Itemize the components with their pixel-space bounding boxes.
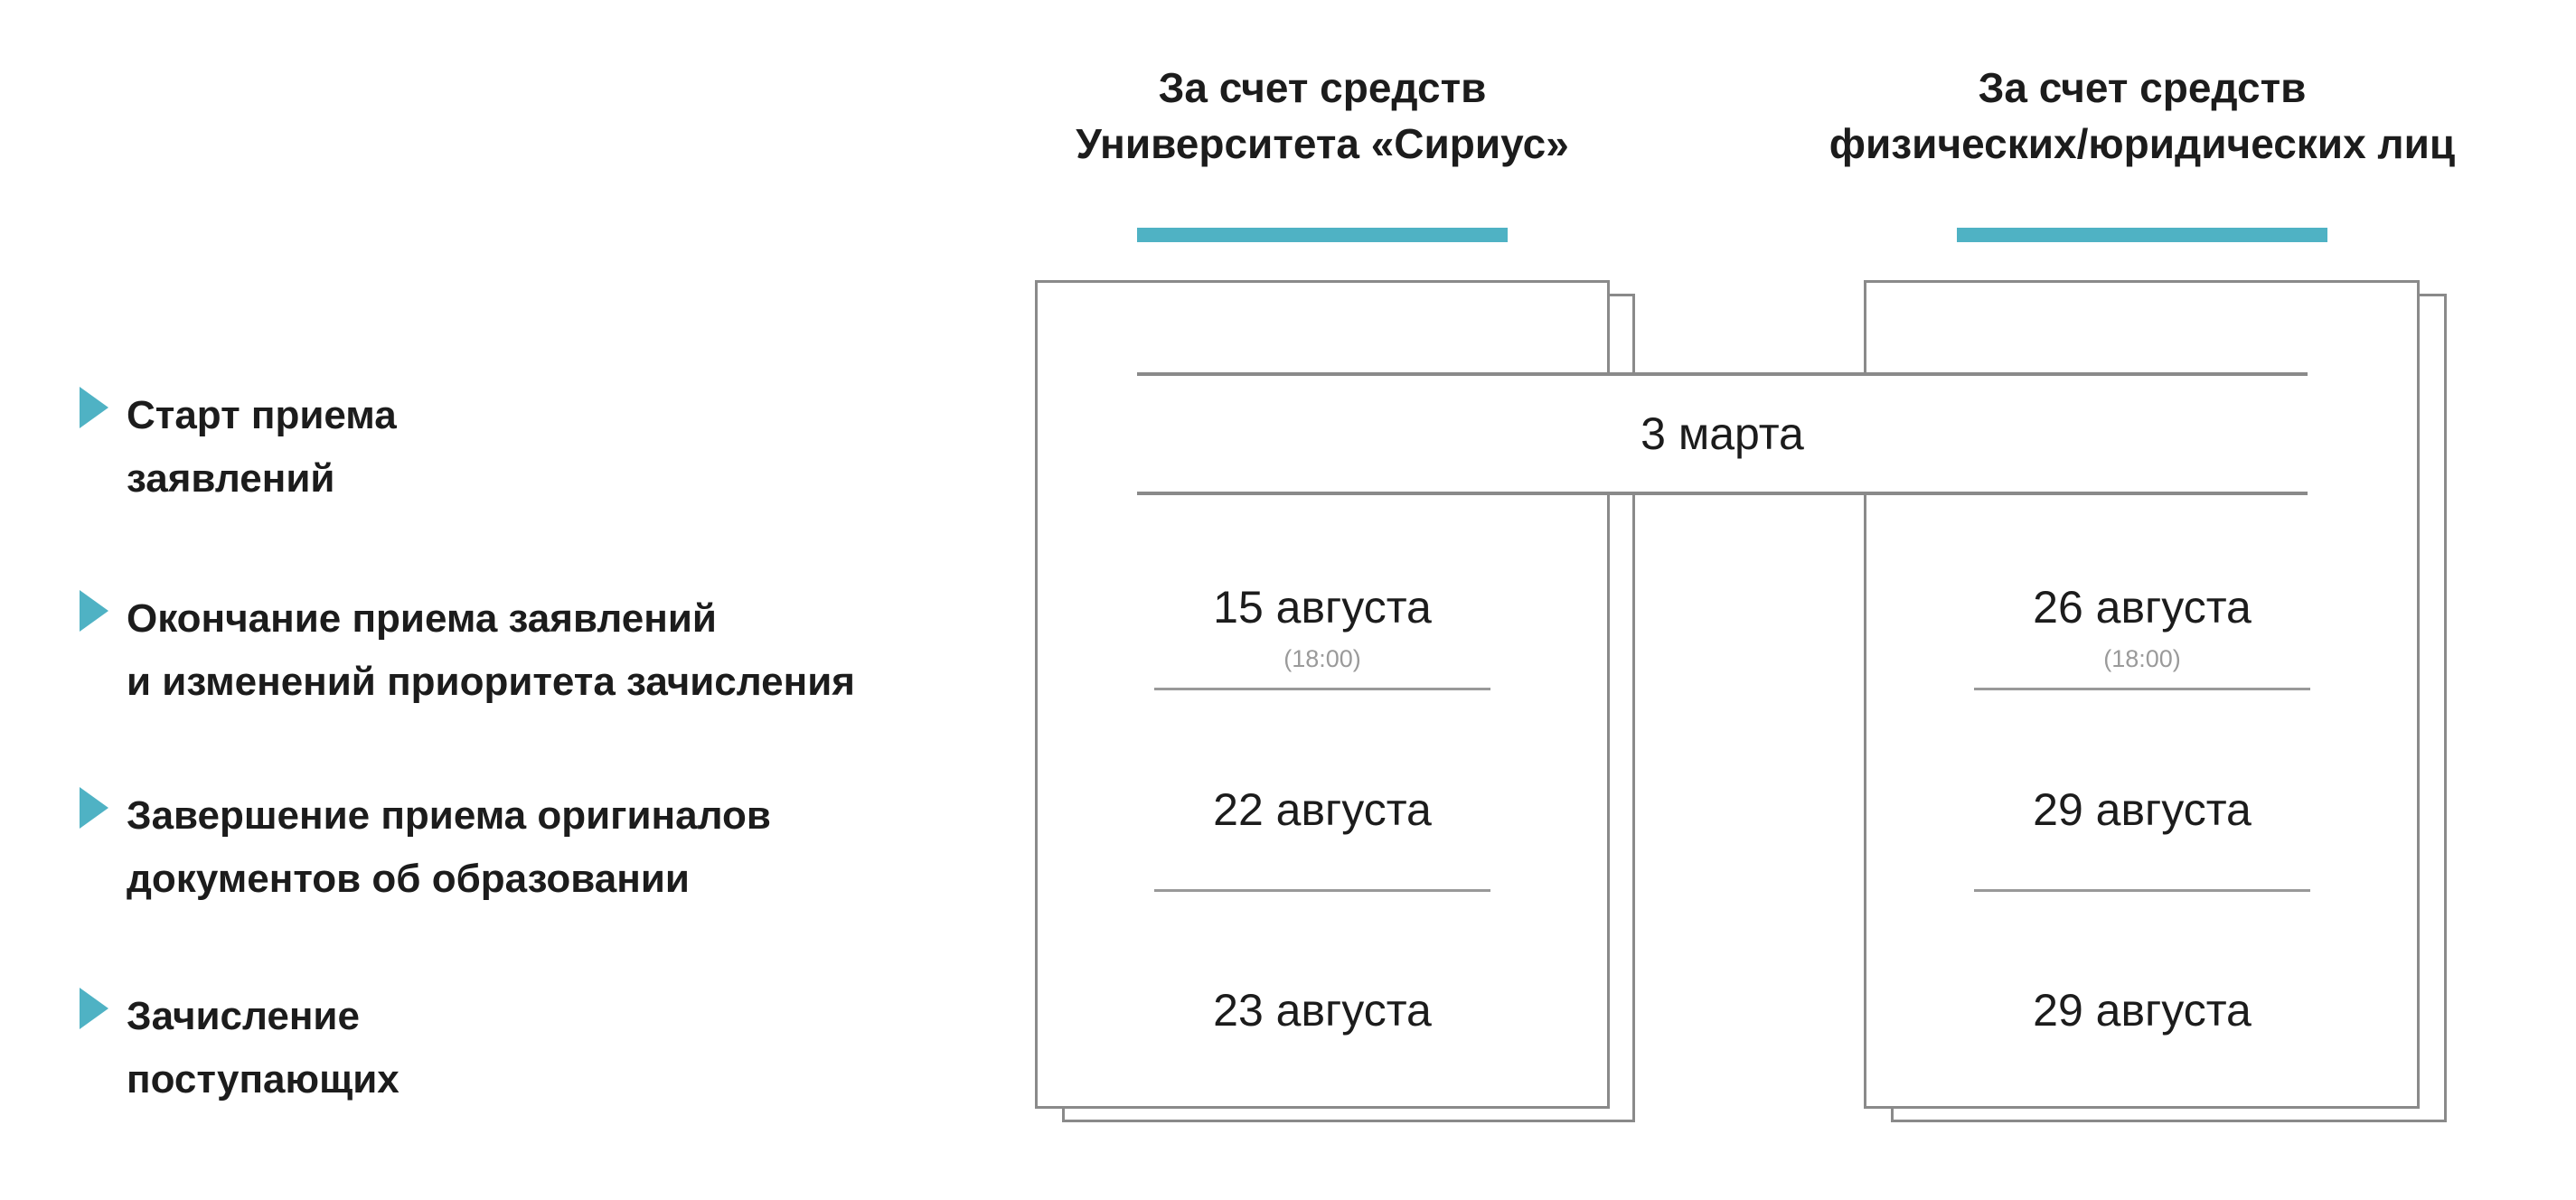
shared-date-band: 3 марта (1137, 372, 2308, 495)
date-budget-enrollment: 23 августа (1213, 985, 1432, 1036)
cell-divider (1154, 688, 1490, 690)
date-paid-originals-deadline: 29 августа (2033, 784, 2252, 835)
date-paid-enrollment: 29 августа (2033, 985, 2252, 1036)
column-header-paid: За счет средств физических/юридических л… (1735, 60, 2549, 172)
row-label-line: поступающих (127, 1057, 400, 1102)
triangle-right-icon (80, 787, 108, 829)
cell-divider (1974, 688, 2310, 690)
column-header-budget-line2: Университета «Сириус» (1076, 120, 1569, 167)
column-header-budget: За счет средств Университета «Сириус» (916, 60, 1729, 172)
cell-divider (1154, 889, 1490, 892)
shared-date-value: 3 марта (1641, 408, 1804, 459)
column-header-paid-line2: физических/юридических лиц (1829, 120, 2456, 167)
row-label-enrollment: Зачисление поступающих (127, 985, 994, 1111)
row-label-line: Зачисление (127, 994, 360, 1038)
triangle-right-icon (80, 387, 108, 428)
date-budget-application-end: 15 августа (1213, 582, 1432, 633)
row-label-line: документов об образовании (127, 857, 690, 901)
row-label-line: и изменений приоритета зачисления (127, 660, 855, 704)
column-header-paid-line1: За счет средств (1978, 64, 2307, 111)
row-label-line: Завершение приема оригиналов (127, 793, 771, 838)
column-header-budget-line1: За счет средств (1158, 64, 1487, 111)
accent-underline-paid (1957, 228, 2327, 242)
date-budget-originals-deadline: 22 августа (1213, 784, 1432, 835)
time-budget-application-end: (18:00) (1283, 645, 1361, 672)
row-label-originals-deadline: Завершение приема оригиналов документов … (127, 784, 994, 911)
row-label-line: заявлений (127, 456, 335, 501)
row-label-application-end: Окончание приема заявлений и изменений п… (127, 587, 994, 714)
date-paid-application-end: 26 августа (2033, 582, 2252, 633)
row-label-line: Старт приема (127, 393, 397, 437)
cell-divider (1974, 889, 2310, 892)
row-label-application-start: Старт приема заявлений (127, 384, 994, 511)
row-label-line: Окончание приема заявлений (127, 596, 717, 641)
triangle-right-icon (80, 590, 108, 632)
triangle-right-icon (80, 988, 108, 1029)
accent-underline-budget (1137, 228, 1508, 242)
time-paid-application-end: (18:00) (2103, 645, 2181, 672)
